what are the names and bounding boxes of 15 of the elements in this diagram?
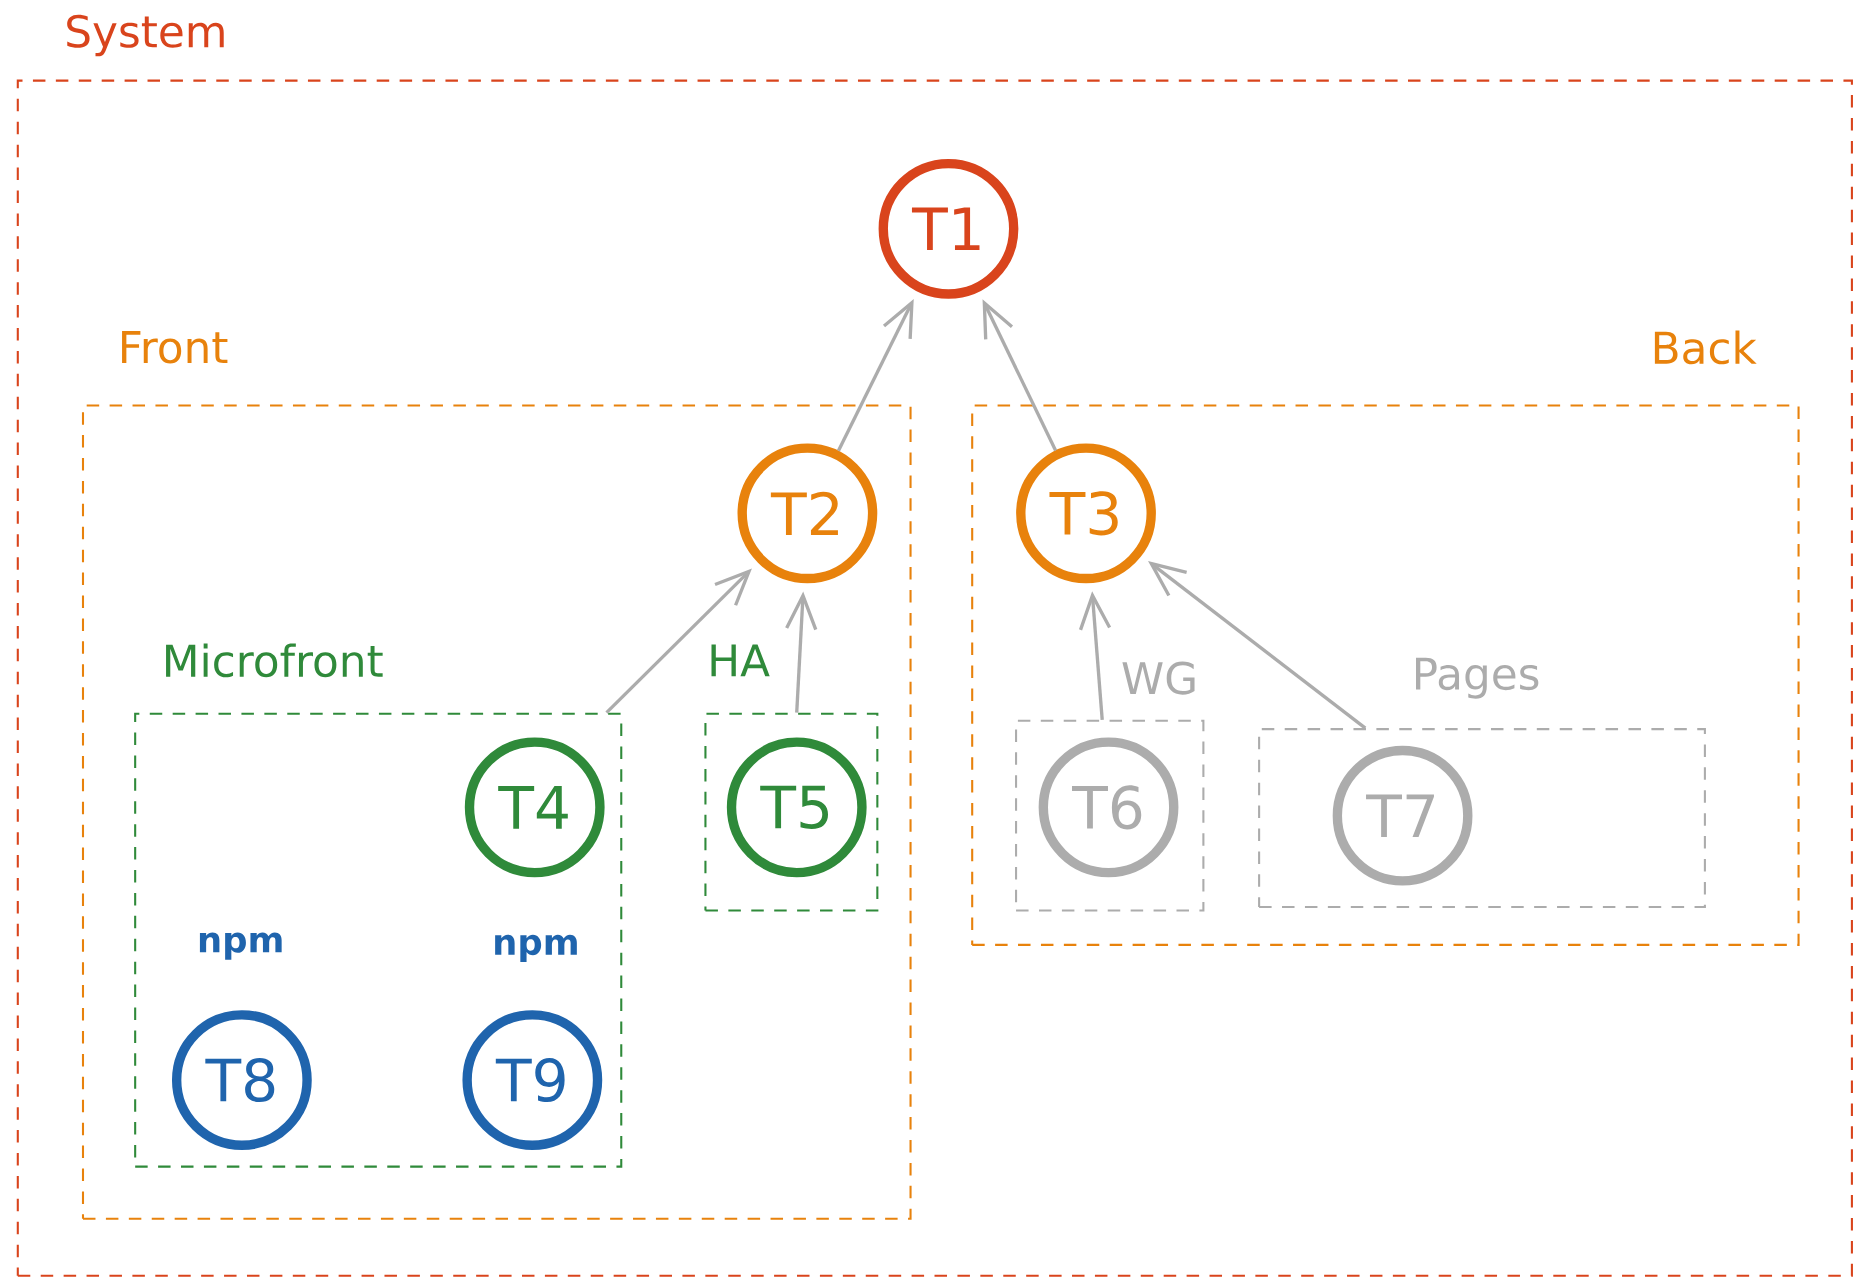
group-heading: System [67, 14, 224, 57]
arrow [982, 299, 1058, 451]
arrow [785, 591, 818, 713]
arrow [1148, 560, 1367, 730]
group-heading: Pages [1416, 657, 1539, 699]
group-heading: Microfront [166, 643, 383, 678]
arrow [836, 298, 914, 452]
group-heading: WG [1122, 661, 1195, 695]
package-label: npm [199, 932, 282, 960]
group-heading: HA [711, 644, 770, 677]
group-heading: Back [1654, 330, 1757, 365]
arrow [1078, 591, 1112, 720]
package-label: npm [495, 934, 577, 962]
group-heading: Front [122, 330, 228, 364]
arrow [605, 568, 752, 714]
